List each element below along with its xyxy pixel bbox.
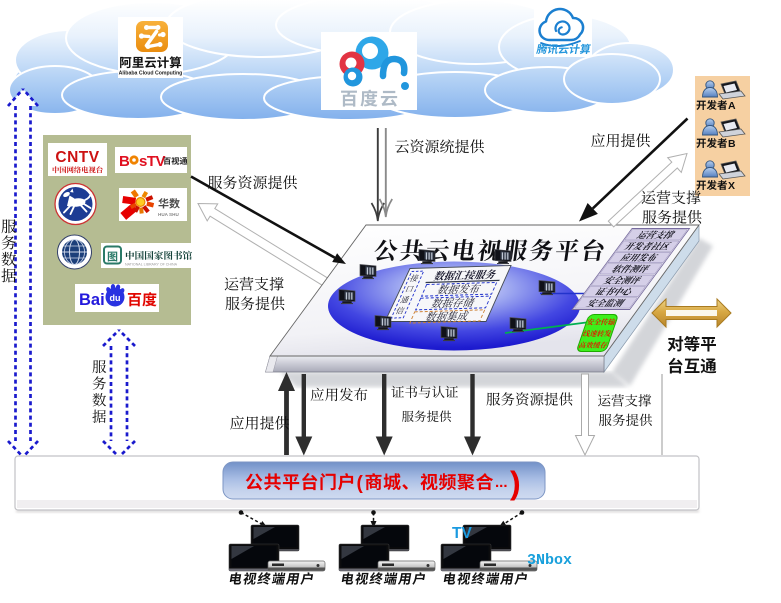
svg-text:CNTV: CNTV — [55, 149, 99, 166]
svg-text:3Nbox: 3Nbox — [527, 552, 572, 569]
svg-text:): ) — [510, 465, 521, 501]
svg-text:...: ... — [495, 474, 508, 491]
svg-text:sTV: sTV — [139, 153, 166, 170]
svg-text:TV: TV — [452, 525, 472, 542]
svg-text:du: du — [110, 293, 121, 303]
svg-text:(: ( — [357, 473, 364, 494]
svg-text:A: A — [728, 100, 736, 112]
svg-text:Bai: Bai — [79, 291, 105, 309]
svg-text:NATIONAL LIBRARY OF CHINA: NATIONAL LIBRARY OF CHINA — [125, 263, 178, 267]
svg-text:HUA SHU: HUA SHU — [158, 212, 179, 217]
svg-text:B: B — [119, 153, 130, 170]
svg-text:Alibaba Cloud Computing: Alibaba Cloud Computing — [119, 71, 183, 77]
svg-text:B: B — [728, 138, 736, 150]
svg-text:X: X — [728, 180, 735, 192]
